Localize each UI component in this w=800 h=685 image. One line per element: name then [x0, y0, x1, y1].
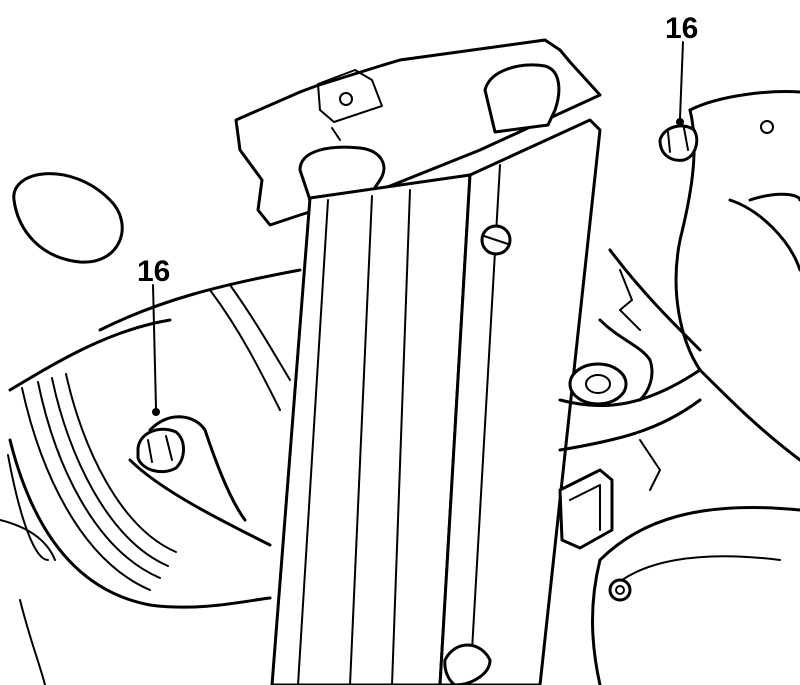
support-strap [270, 145, 472, 685]
oval-disc [12, 172, 124, 264]
callout-label-right: 16 [665, 12, 698, 45]
callout-label-left: 16 [137, 255, 170, 288]
bolt-right [658, 124, 699, 162]
pulley-drum [0, 318, 272, 685]
housing-contour [98, 268, 302, 547]
engine-components [558, 90, 800, 685]
right-strap [438, 63, 602, 685]
leader-lines [152, 41, 684, 416]
bolt-left [136, 427, 185, 474]
